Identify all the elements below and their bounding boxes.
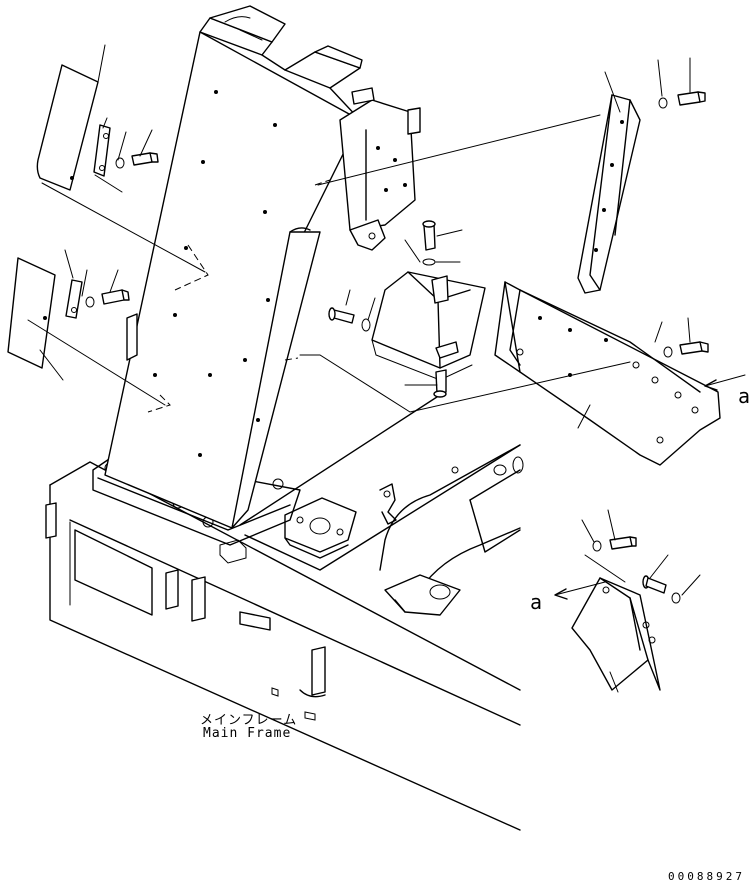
main-frame-label-en: Main Frame — [203, 726, 292, 741]
main-frame-label-jp: メインフレーム — [200, 713, 298, 728]
tower-pillar — [104, 5, 363, 529]
cover-plate-upper — [36, 44, 206, 273]
detail-a-bracket — [554, 509, 701, 693]
leader-line — [299, 354, 631, 413]
cover-plate-lower — [7, 249, 166, 406]
reference-a-right: a — [738, 384, 751, 408]
drawing-code: 00088927 — [668, 870, 745, 883]
tower-side-bracket — [339, 87, 421, 251]
channel-bracket — [494, 281, 746, 466]
vertical-bracket — [317, 57, 706, 294]
main-frame — [45, 461, 521, 831]
reference-a-lower: a — [530, 590, 543, 614]
frame-cross-member — [239, 394, 524, 616]
center-box-cover — [328, 220, 486, 398]
